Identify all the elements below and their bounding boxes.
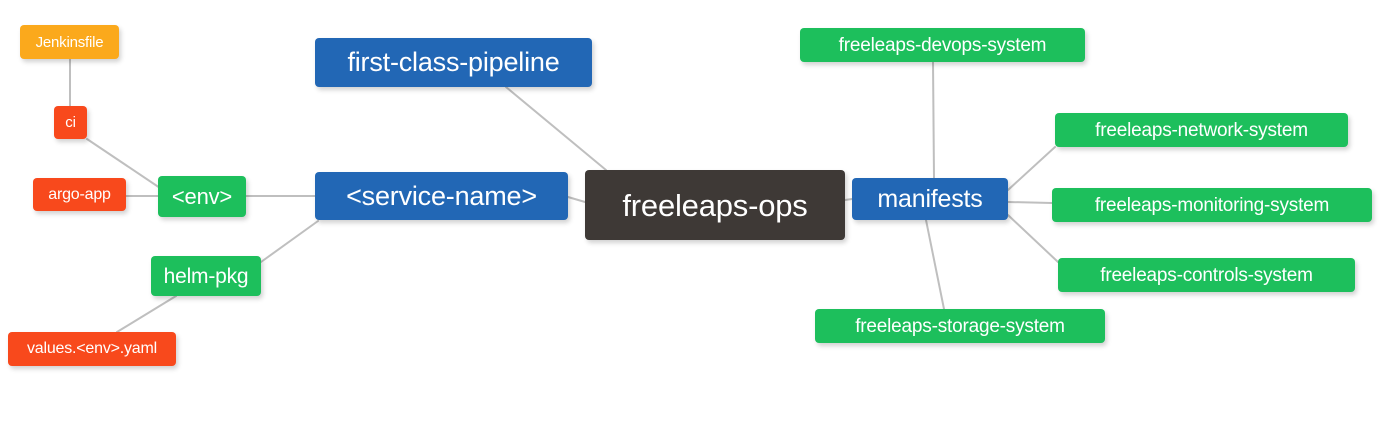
edge-manifests-monitoring bbox=[1007, 201, 1053, 204]
edge-manifests-devops bbox=[932, 61, 935, 179]
edge-manifests-network bbox=[1007, 146, 1056, 191]
edge-manifests-controls bbox=[1007, 214, 1059, 263]
node-freeleaps-controls-system[interactable]: freeleaps-controls-system bbox=[1058, 258, 1355, 292]
node-freeleaps-storage-system[interactable]: freeleaps-storage-system bbox=[815, 309, 1105, 343]
node-argo-app[interactable]: argo-app bbox=[33, 178, 126, 211]
node-env[interactable]: <env> bbox=[158, 176, 246, 217]
edge-helmpkg-servicename bbox=[260, 220, 319, 263]
node-helm-pkg[interactable]: helm-pkg bbox=[151, 256, 261, 296]
node-freeleaps-devops-system[interactable]: freeleaps-devops-system bbox=[800, 28, 1085, 62]
edge-root-manifests bbox=[844, 198, 853, 201]
node-ci[interactable]: ci bbox=[54, 106, 87, 139]
edge-valuesyaml-helmpkg bbox=[116, 295, 177, 333]
node-freeleaps-ops-root[interactable]: freeleaps-ops bbox=[585, 170, 845, 240]
node-freeleaps-network-system[interactable]: freeleaps-network-system bbox=[1055, 113, 1348, 147]
node-service-name[interactable]: <service-name> bbox=[315, 172, 568, 220]
node-jenkinsfile[interactable]: Jenkinsfile bbox=[20, 25, 119, 59]
edge-servicename-root bbox=[567, 196, 586, 203]
node-freeleaps-monitoring-system[interactable]: freeleaps-monitoring-system bbox=[1052, 188, 1372, 222]
edge-manifests-storage bbox=[925, 219, 945, 310]
edge-firstclass-root bbox=[505, 86, 607, 171]
node-first-class-pipeline[interactable]: first-class-pipeline bbox=[315, 38, 592, 87]
node-values-env-yaml[interactable]: values.<env>.yaml bbox=[8, 332, 176, 366]
node-manifests[interactable]: manifests bbox=[852, 178, 1008, 220]
